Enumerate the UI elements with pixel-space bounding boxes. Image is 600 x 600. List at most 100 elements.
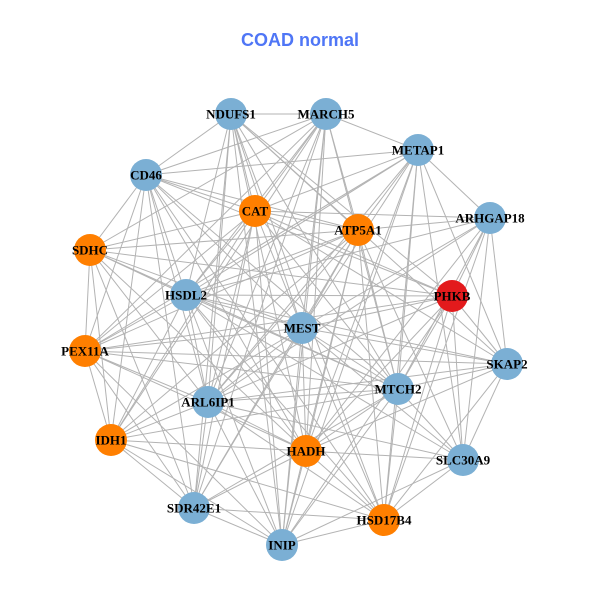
node-label: IDH1 (95, 433, 126, 448)
edge-PHKB-MEST (301, 295, 453, 329)
edge-ARL6IP1-SLC30A9 (207, 401, 464, 461)
edge-CAT-IDH1 (110, 210, 256, 441)
edge-CAT-SDHC (89, 210, 256, 251)
edge-MEST-HSD17B4 (301, 327, 385, 521)
node-SDR42E1: SDR42E1 (167, 492, 221, 524)
edge-ARHGAP18-HSD17B4 (383, 217, 491, 521)
node-circle (69, 335, 101, 367)
edge-CAT-MTCH2 (254, 210, 399, 390)
edge-METAP1-ARHGAP18 (417, 149, 491, 219)
node-label: ATP5A1 (334, 223, 381, 238)
node-ATP5A1: ATP5A1 (334, 214, 382, 246)
node-SKAP2: SKAP2 (486, 348, 528, 380)
edge-HSDL2-PHKB (185, 294, 453, 297)
edge-HADH-SLC30A9 (305, 450, 464, 461)
node-HSD17B4: HSD17B4 (357, 504, 412, 536)
edge-ATP5A1-HSD17B4 (357, 229, 385, 521)
node-SDHC: SDHC (72, 234, 108, 266)
edge-ARL6IP1-IDH1 (110, 401, 209, 441)
node-label: PHKB (434, 289, 471, 304)
edge-CAT-ATP5A1 (254, 210, 359, 231)
node-label: ARHGAP18 (455, 211, 525, 226)
node-MARCH5: MARCH5 (297, 98, 355, 130)
edge-HSDL2-ARL6IP1 (185, 294, 209, 403)
edge-MTCH2-HADH (305, 388, 399, 452)
edge-MTCH2-ARL6IP1 (207, 388, 399, 403)
node-CD46: CD46 (130, 159, 162, 191)
edge-SKAP2-HSD17B4 (383, 363, 508, 521)
edge-METAP1-HSD17B4 (383, 149, 419, 521)
edge-HSDL2-HADH (185, 294, 307, 452)
edge-CAT-ARHGAP18 (254, 210, 491, 219)
edge-HSDL2-MTCH2 (185, 294, 399, 390)
node-circle (290, 435, 322, 467)
edge-CAT-PEX11A (84, 210, 256, 352)
edge-ARL6IP1-INIP (207, 401, 283, 546)
edge-PHKB-ARL6IP1 (207, 295, 453, 403)
edge-NDUFS1-HADH (230, 113, 307, 452)
node-circle (491, 348, 523, 380)
node-label: SKAP2 (486, 357, 527, 372)
node-label: HSD17B4 (357, 513, 412, 528)
node-circle (266, 529, 298, 561)
edge-CD46-HSDL2 (145, 174, 187, 296)
figure-title: COAD normal (240, 30, 359, 50)
node-MEST: MEST (284, 312, 321, 344)
node-circle (192, 386, 224, 418)
node-label: MTCH2 (375, 382, 422, 397)
node-circle (436, 280, 468, 312)
node-circle (310, 98, 342, 130)
edge-PEX11A-SKAP2 (84, 350, 508, 365)
edge-MEST-MTCH2 (301, 327, 399, 390)
edge-SLC30A9-HSD17B4 (383, 459, 464, 521)
node-HSDL2: HSDL2 (165, 279, 207, 311)
edge-SDHC-ARL6IP1 (89, 249, 209, 403)
edge-HSDL2-MEST (185, 294, 303, 329)
edge-NDUFS1-MTCH2 (230, 113, 399, 390)
edge-PHKB-PEX11A (84, 295, 453, 352)
node-label: ARL6IP1 (181, 395, 234, 410)
edge-HSDL2-SLC30A9 (185, 294, 464, 461)
edge-PEX11A-ARL6IP1 (84, 350, 209, 403)
edge-IDH1-HSD17B4 (110, 439, 385, 521)
node-circle (239, 195, 271, 227)
edge-HADH-HSD17B4 (305, 450, 385, 521)
edge-NDUFS1-PHKB (230, 113, 453, 297)
edge-NDUFS1-ARL6IP1 (207, 113, 232, 403)
edge-MTCH2-IDH1 (110, 388, 399, 441)
edge-SDHC-IDH1 (89, 249, 112, 441)
edge-IDH1-HADH (110, 439, 307, 452)
edge-PHKB-HSD17B4 (383, 295, 453, 521)
edge-MARCH5-IDH1 (110, 113, 327, 441)
edge-ARHGAP18-HSDL2 (185, 217, 491, 296)
edge-MEST-SKAP2 (301, 327, 508, 365)
node-circle (178, 492, 210, 524)
edge-SKAP2-SLC30A9 (462, 363, 508, 461)
node-label: NDUFS1 (206, 107, 256, 122)
edge-CAT-SKAP2 (254, 210, 508, 365)
edge-METAP1-CD46 (145, 149, 419, 176)
edge-ATP5A1-ARHGAP18 (357, 217, 491, 231)
edge-CAT-INIP (254, 210, 283, 546)
edge-ATP5A1-SLC30A9 (357, 229, 464, 461)
edge-NDUFS1-CD46 (145, 113, 232, 176)
node-circle (170, 279, 202, 311)
node-ARL6IP1: ARL6IP1 (181, 386, 235, 418)
node-circle (74, 234, 106, 266)
edge-PEX11A-MTCH2 (84, 350, 399, 390)
node-circle (95, 424, 127, 456)
node-SLC30A9: SLC30A9 (436, 444, 491, 476)
edge-PHKB-MTCH2 (397, 295, 453, 390)
node-label: CAT (242, 204, 269, 219)
node-label: HADH (287, 444, 326, 459)
edge-PHKB-HADH (305, 295, 453, 452)
edge-METAP1-SKAP2 (417, 149, 508, 365)
node-circle (382, 373, 414, 405)
edge-CAT-HSDL2 (185, 210, 256, 296)
node-circle (474, 202, 506, 234)
edge-SKAP2-HADH (305, 363, 508, 452)
node-label: PEX11A (61, 344, 109, 359)
